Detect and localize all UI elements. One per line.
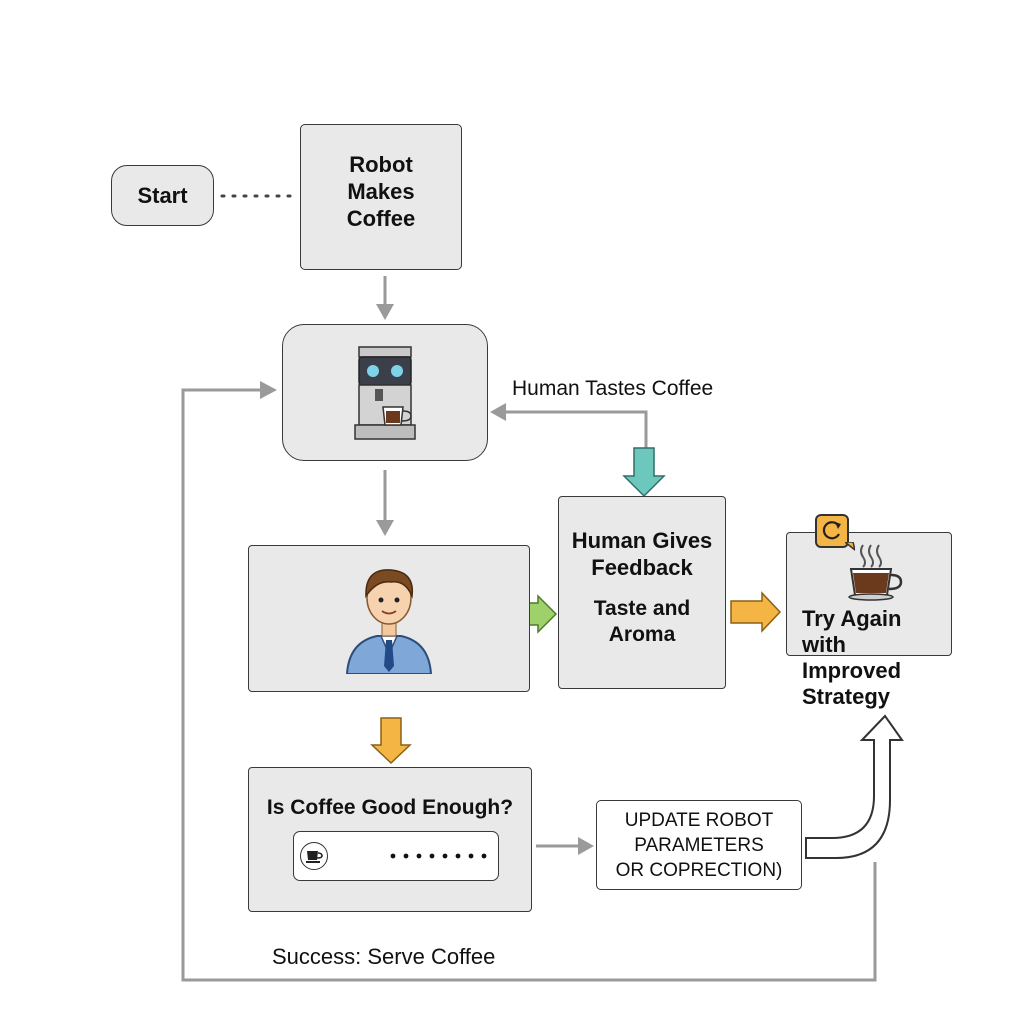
orange-arrow-down (370, 717, 412, 765)
robot-espresso-machine-icon (354, 346, 416, 440)
teal-arrow-down (622, 447, 666, 498)
person-avatar-icon (345, 569, 433, 674)
robot-makes-coffee-node: Robot Makes Coffee (300, 124, 462, 270)
small-cup-icon (300, 842, 328, 870)
arrow-good-to-update (536, 837, 594, 855)
dots-placeholder (390, 853, 487, 859)
hollow-curved-arrow (805, 714, 904, 859)
arrow-tastes-to-machine (490, 403, 648, 460)
try-again-label: Try Again with Improved Strategy (802, 606, 902, 709)
arrow-makes-to-machine (376, 276, 394, 320)
orange-arrow-right (730, 591, 782, 633)
good-enough-input[interactable] (293, 831, 499, 881)
human-gives-feedback-node: Human Gives Feedback Taste and Aroma (558, 496, 726, 689)
update-robot-node: UPDATE ROBOT PARAMETERS OR COPRECTION) (596, 800, 802, 890)
good-enough-node: Is Coffee Good Enough? (248, 767, 532, 912)
refresh-badge-icon (815, 514, 855, 551)
start-node: Start (111, 165, 214, 226)
update-robot-label: UPDATE ROBOT PARAMETERS OR COPRECTION) (615, 810, 783, 881)
success-label: Success: Serve Coffee (272, 944, 496, 969)
start-label: Start (137, 183, 188, 208)
person-node (248, 545, 530, 692)
arrow-machine-to-person (376, 470, 394, 536)
human-gives-feedback-label: Human Gives Feedback (571, 528, 713, 580)
robot-makes-coffee-label: Robot Makes Coffee (346, 152, 416, 231)
try-again-node (786, 532, 952, 656)
good-enough-label: Is Coffee Good Enough? (266, 796, 514, 819)
machine-node (282, 324, 488, 461)
human-tastes-label: Human Tastes Coffee (512, 377, 714, 400)
coffee-cup-icon (848, 544, 903, 601)
taste-aroma-label: Taste and Aroma (593, 597, 691, 646)
loop-success-to-machine (181, 381, 877, 982)
